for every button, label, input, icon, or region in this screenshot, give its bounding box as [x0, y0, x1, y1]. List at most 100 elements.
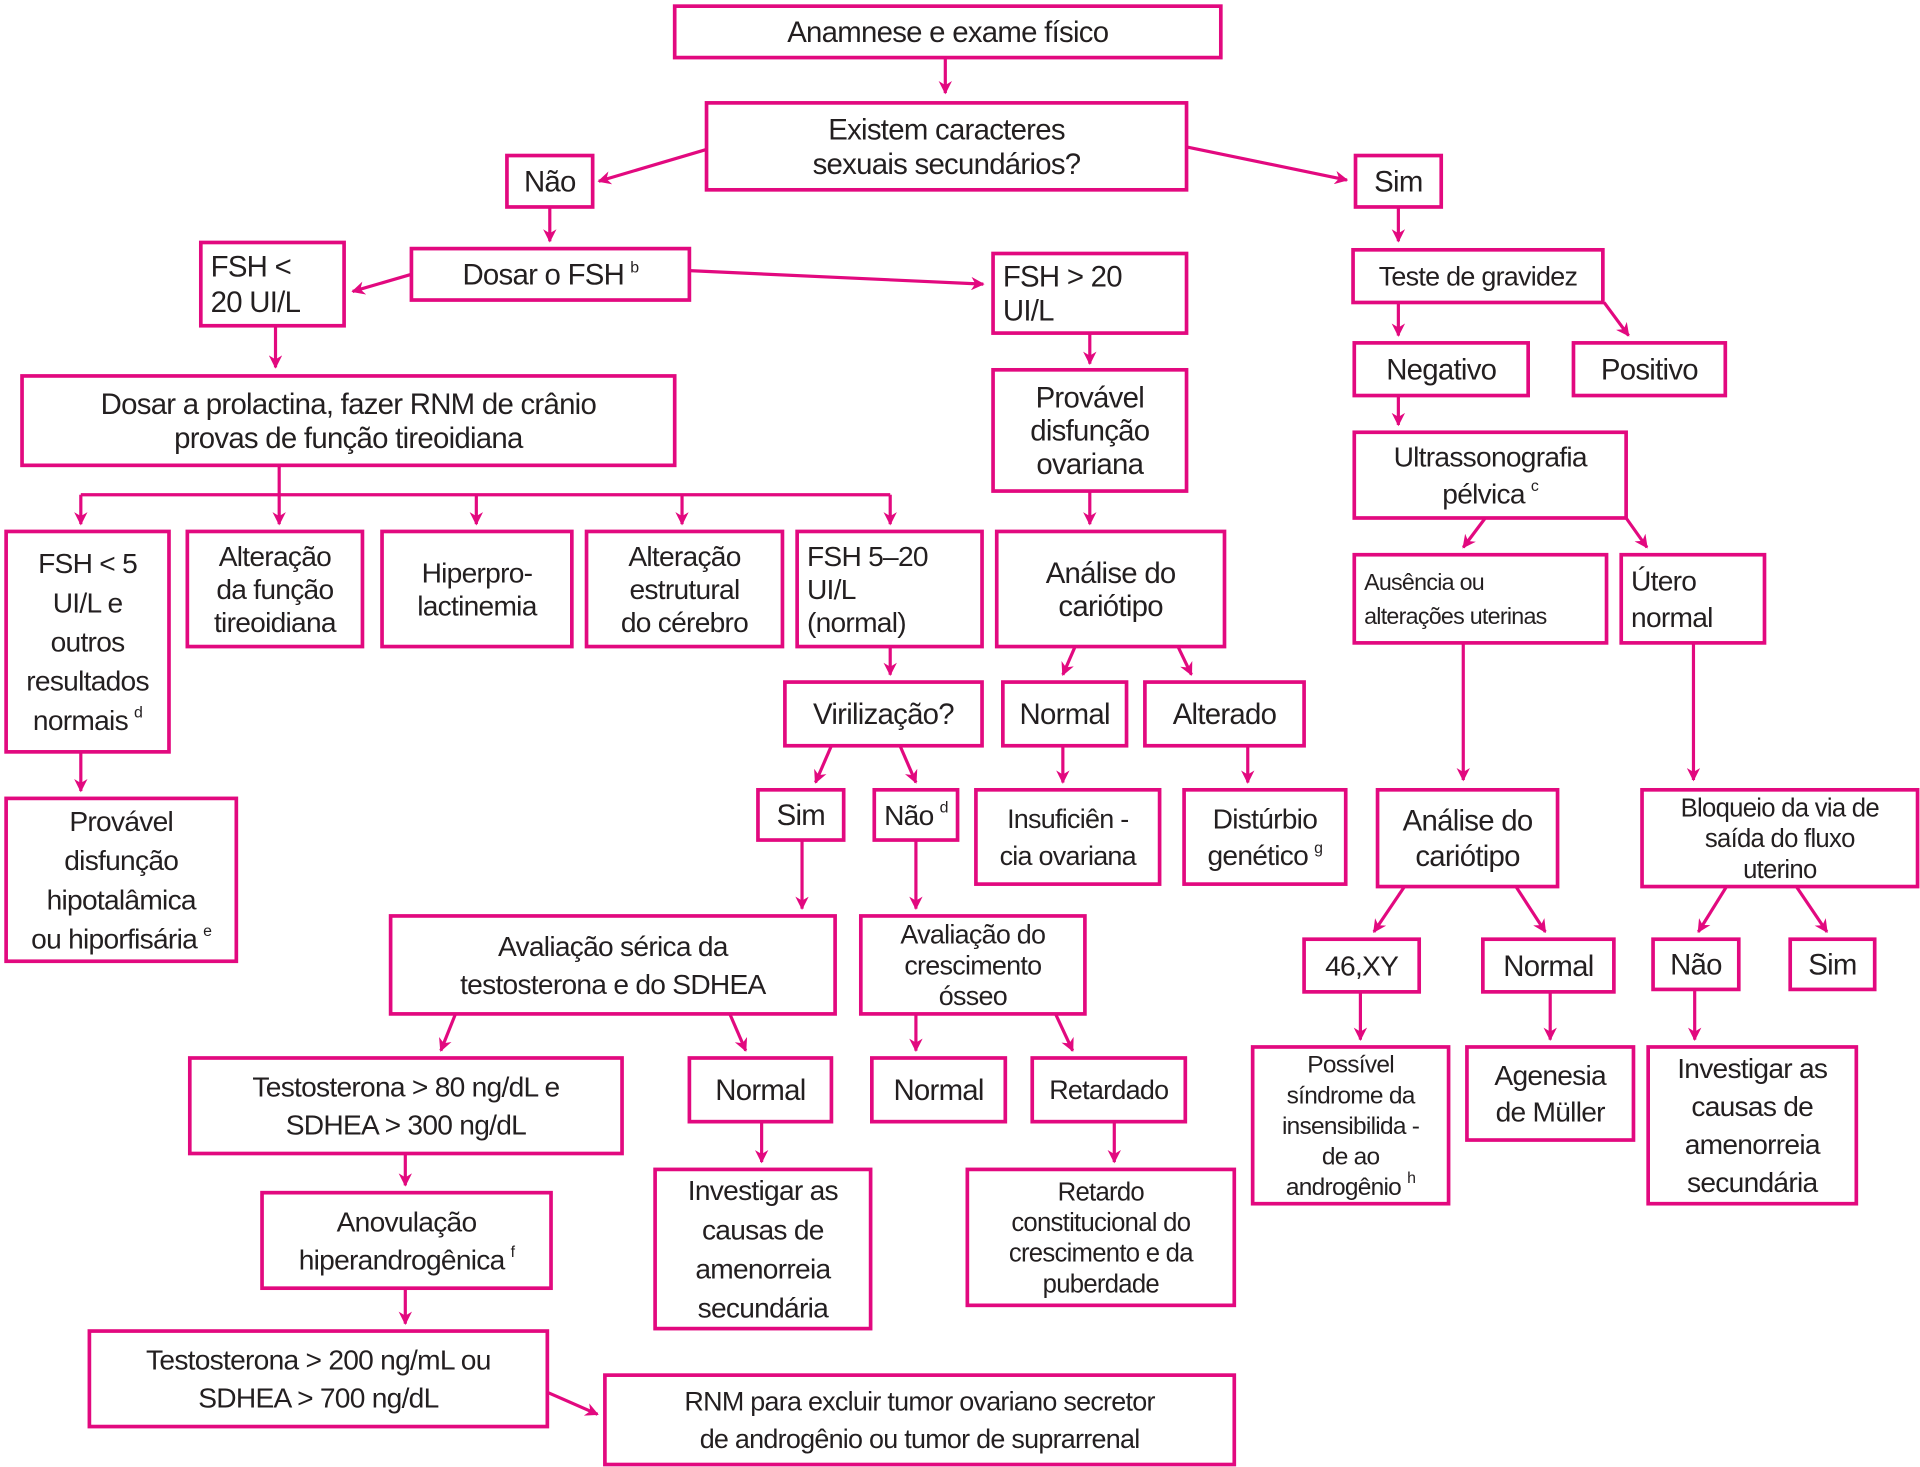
node-text-line: Bloqueio da via de	[1681, 795, 1880, 823]
node-text-line: resultados	[26, 666, 149, 697]
node-text-line: SDHEA > 300 ng/dL	[286, 1110, 526, 1141]
node-text-line: insensibilida -	[1282, 1113, 1420, 1140]
node-text: (normal)	[807, 607, 906, 638]
connector-arrows	[74, 57, 1829, 1416]
footnote-marker: d	[134, 705, 142, 722]
node-text: Sim	[1808, 949, 1856, 982]
arrow-connector	[814, 745, 833, 784]
node-text-line: normal	[1631, 602, 1713, 633]
node-text-line: Não	[524, 166, 576, 199]
node-text: Ultrassonografia	[1394, 442, 1588, 473]
node-text-line: Agenesia	[1494, 1060, 1607, 1091]
node-text: Alteração	[219, 541, 331, 572]
node-text-line: constitucional do	[1011, 1209, 1190, 1237]
node-text-line: Análise do	[1403, 805, 1533, 838]
node-text-line: tireoidiana	[214, 607, 337, 638]
node-box	[584, 529, 785, 649]
arrow-connector	[689, 269, 985, 291]
node-box	[603, 1373, 1237, 1467]
node-text: secundária	[698, 1293, 829, 1324]
node-text: Avaliação sérica da	[498, 931, 729, 962]
node-box	[870, 1056, 1008, 1124]
node-text: disfunção	[1030, 415, 1150, 448]
node-text-line: Ultrassonografia	[1394, 442, 1588, 473]
node-text-line: Existem caracteres	[828, 114, 1065, 147]
footnote-marker: b	[630, 259, 639, 276]
arrow-connector	[1461, 517, 1487, 549]
node-text: ósseo	[939, 981, 1007, 1011]
node-box	[783, 680, 984, 748]
node-text: Possível	[1307, 1052, 1394, 1079]
footnote-marker: c	[1531, 478, 1539, 495]
node-text: Provável	[69, 806, 173, 837]
arrow-connector	[439, 1013, 457, 1052]
node-text-line: Teste de gravidez	[1379, 262, 1578, 292]
node-retardado: Retardado	[1030, 1056, 1188, 1124]
node-box	[1353, 153, 1444, 209]
node-text: FSH > 20	[1003, 260, 1122, 293]
node-text: SDHEA > 700 ng/dL	[198, 1383, 438, 1414]
node-text-line: saída do fluxo	[1705, 825, 1855, 853]
node-text: constitucional do	[1011, 1209, 1190, 1237]
node-normal-osseo: Normal	[870, 1056, 1008, 1124]
node-box	[1030, 1056, 1188, 1124]
node-text-line: FSH < 5	[38, 548, 137, 579]
node-text-line: Dosar a prolactina, fazer RNM de crânio	[101, 388, 597, 421]
node-text: UI/L	[807, 574, 856, 605]
node-text-line: Útero	[1631, 565, 1696, 596]
node-text: normais	[33, 705, 129, 736]
node-text-line: Alterado	[1173, 698, 1277, 731]
node-text-line: de androgênio ou tumor de suprarrenal	[700, 1424, 1140, 1454]
node-text: cia ovariana	[1000, 841, 1137, 871]
node-text-line: de ao	[1322, 1144, 1380, 1171]
node-text-line: Insuficiên -	[1007, 804, 1128, 834]
node-text: Normal	[1503, 950, 1593, 983]
node-text-line: Dosar o FSH b	[462, 259, 639, 292]
node-box	[388, 914, 837, 1016]
node-box	[1465, 1045, 1636, 1142]
node-box	[858, 914, 1087, 1016]
node-text: provas de função tireoidiana	[174, 422, 524, 455]
node-text: Investigar as	[1677, 1053, 1828, 1084]
node-text: Dosar o FSH	[462, 259, 624, 292]
node-text: Positivo	[1601, 354, 1698, 387]
node-text-line: ovariana	[1036, 448, 1144, 481]
node-text: Não	[1670, 949, 1722, 982]
node-text-line: Sim	[777, 799, 825, 832]
node-text-line: hipotalâmica	[47, 884, 197, 915]
node-text-line: SDHEA > 700 ng/dL	[198, 1383, 438, 1414]
node-rnm: RNM para excluir tumor ovariano secretor…	[603, 1373, 1237, 1467]
node-text-line: Provável	[69, 806, 173, 837]
node-nao3: Não	[1651, 937, 1741, 992]
node-text-line: Retardado	[1049, 1075, 1168, 1105]
node-text: Bloqueio da via de	[1681, 795, 1880, 823]
arrow-connector	[546, 1390, 599, 1416]
node-text-line: Avaliação sérica da	[498, 931, 729, 962]
node-text-line: RNM para excluir tumor ovariano secretor	[684, 1386, 1155, 1416]
node-text-line: sexuais secundários?	[813, 148, 1081, 181]
node-text: Retardado	[1049, 1075, 1168, 1105]
node-text-line: Anamnese e exame físico	[787, 16, 1108, 49]
node-text-line: Normal	[1503, 950, 1593, 983]
node-text: alterações uterinas	[1364, 603, 1547, 629]
node-text-line: Normal	[893, 1074, 983, 1107]
node-text-line: Provável	[1036, 382, 1144, 415]
node-text-line: UI/L e	[53, 587, 123, 618]
node-text-line: de Müller	[1496, 1097, 1606, 1128]
node-box	[505, 153, 595, 209]
node-text-line: causas de	[702, 1214, 824, 1245]
node-text: Normal	[893, 1074, 983, 1107]
footnote-marker: e	[203, 923, 212, 940]
node-box	[1640, 787, 1920, 889]
